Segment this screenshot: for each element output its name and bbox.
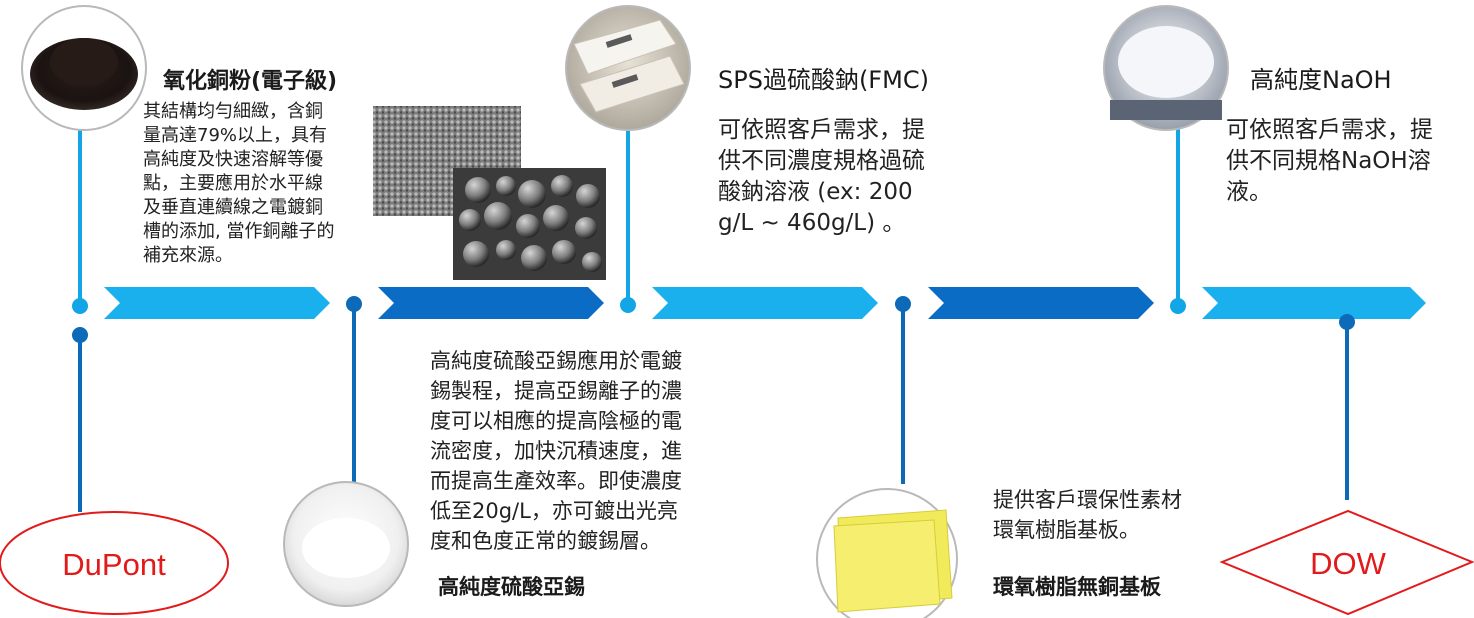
connector-epoxy [895,296,911,484]
connector-copper-oxide [72,128,88,314]
copper-oxide-desc-line: 及垂直連續線之電鍍銅 [143,197,323,218]
stannous-desc-line: 而提高生產效率。即使濃度 [430,469,682,493]
timeline-arrow-1 [104,287,330,319]
stannous-desc-line: 高純度硫酸亞錫應用於電鍍 [430,349,682,373]
epoxy-title: 環氧樹脂無銅基板 [993,575,1161,599]
copper-oxide-photo [21,5,147,131]
timeline-arrow-4 [928,287,1154,319]
stannous-sulfate-photo [283,481,409,607]
epoxy-desc-line: 提供客戶環保性素材 [993,488,1182,512]
dow-logo: DOW [1219,509,1474,616]
naoh-desc-line: 液。 [1226,179,1272,205]
connector-dupont [72,327,88,512]
dupont-logo-text: DuPont [62,547,166,582]
stannous-desc-line: 低至20g/L，亦可鍍出光亮 [430,499,678,523]
sem-micrograph-spheres [453,168,606,280]
sps-title: SPS過硫酸鈉(FMC) [718,66,929,94]
stannous-title: 高純度硫酸亞錫 [438,575,585,599]
stannous-desc-line: 流密度，加快沉積速度，進 [430,439,682,463]
connector-naoh [1170,128,1186,314]
sps-desc-line: 供不同濃度規格過硫 [718,148,925,174]
connector-stannous [346,296,362,484]
timeline-arrow-2 [378,287,604,319]
dupont-logo: DuPont [0,511,229,615]
naoh-desc-line: 可依照客戶需求，提 [1226,117,1433,143]
stannous-description: 高純度硫酸亞錫應用於電鍍 錫製程，提高亞錫離子的濃 度可以相應的提高陰極的電 流… [430,346,682,556]
sps-description: 可依照客戶需求，提 供不同濃度規格過硫 酸鈉溶液 (ex: 200 g/L ~ … [718,115,925,239]
sps-desc-line: g/L ~ 460g/L) 。 [718,210,906,236]
copper-oxide-desc-line: 補充來源。 [143,245,233,266]
timeline-arrow-5 [1202,287,1426,319]
copper-oxide-desc-line: 量高達79%以上，具有 [143,125,328,146]
connector-sps [620,128,636,313]
stannous-desc-line: 度可以相應的提高陰極的電 [430,409,682,433]
epoxy-desc-line: 環氧樹脂基板。 [993,518,1140,542]
connector-dow [1339,314,1355,500]
sps-desc-line: 酸鈉溶液 (ex: 200 [718,179,913,205]
naoh-title: 高純度NaOH [1250,66,1392,94]
stannous-desc-line: 度和色度正常的鍍錫層。 [430,529,661,553]
copper-oxide-description: 其結構均勻細緻，含銅 量高達79%以上，具有 高純度及快速溶解等優 點，主要應用… [143,100,334,268]
naoh-pellets-photo [1103,5,1229,131]
naoh-description: 可依照客戶需求，提 供不同規格NaOH溶 液。 [1226,115,1433,208]
epoxy-board-photo [816,488,958,618]
sps-bags-photo [565,5,691,131]
copper-oxide-desc-line: 點，主要應用於水平線 [143,173,323,194]
stannous-desc-line: 錫製程，提高亞錫離子的濃 [430,379,682,403]
naoh-desc-line: 供不同規格NaOH溶 [1226,148,1431,174]
sps-desc-line: 可依照客戶需求，提 [718,117,925,143]
timeline-arrow-3 [652,287,878,319]
copper-oxide-desc-line: 槽的添加, 當作銅離子的 [143,221,335,242]
copper-oxide-desc-line: 其結構均勻細緻，含銅 [143,101,323,122]
copper-oxide-desc-line: 高純度及快速溶解等優 [143,149,323,170]
epoxy-description: 提供客戶環保性素材 環氧樹脂基板。 [993,485,1182,545]
copper-oxide-title: 氧化銅粉(電子級) [163,69,338,94]
dow-logo-text: DOW [1310,546,1387,581]
